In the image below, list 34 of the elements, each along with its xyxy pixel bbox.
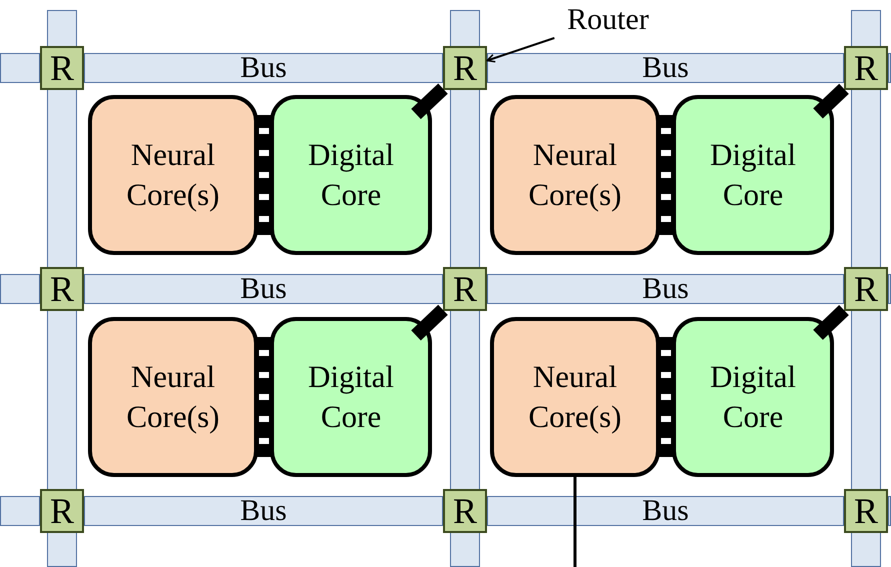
digital-core-block: Digital Core [672, 95, 834, 255]
router-block: R [40, 267, 84, 311]
router-link [411, 84, 448, 120]
digital-core-block: Digital Core [270, 317, 432, 477]
digital-core-block: Digital Core [672, 317, 834, 477]
router-block: R [40, 46, 84, 90]
core-link [656, 115, 676, 235]
router-block: R [844, 46, 888, 90]
neural-core-block: Neural Core(s) [88, 95, 258, 255]
bus-band: Bus [487, 274, 844, 304]
bus-band: Bus [487, 496, 844, 526]
router-block: R [443, 46, 487, 90]
leader-arrow [486, 37, 555, 63]
router-block: R [844, 489, 888, 533]
bus-band: Bus [84, 496, 443, 526]
router-link [813, 304, 849, 340]
router-block: R [443, 489, 487, 533]
bus-band: Bus [84, 53, 443, 83]
digital-core-block: Digital Core [270, 95, 432, 255]
callout-label: Router [553, 2, 663, 38]
router-link [411, 304, 448, 340]
router-block: R [40, 489, 84, 533]
neural-core-block: Neural Core(s) [490, 317, 660, 477]
router-block: R [443, 267, 487, 311]
core-link [656, 337, 676, 457]
core-link [254, 337, 274, 457]
bus-band: Bus [84, 274, 443, 304]
router-link [813, 84, 849, 119]
neural-core-block: Neural Core(s) [88, 317, 258, 477]
bus-band: Bus [487, 53, 844, 83]
router-block: R [844, 267, 888, 311]
connector-line [574, 477, 576, 567]
neural-core-block: Neural Core(s) [490, 95, 660, 255]
core-link [254, 115, 274, 235]
